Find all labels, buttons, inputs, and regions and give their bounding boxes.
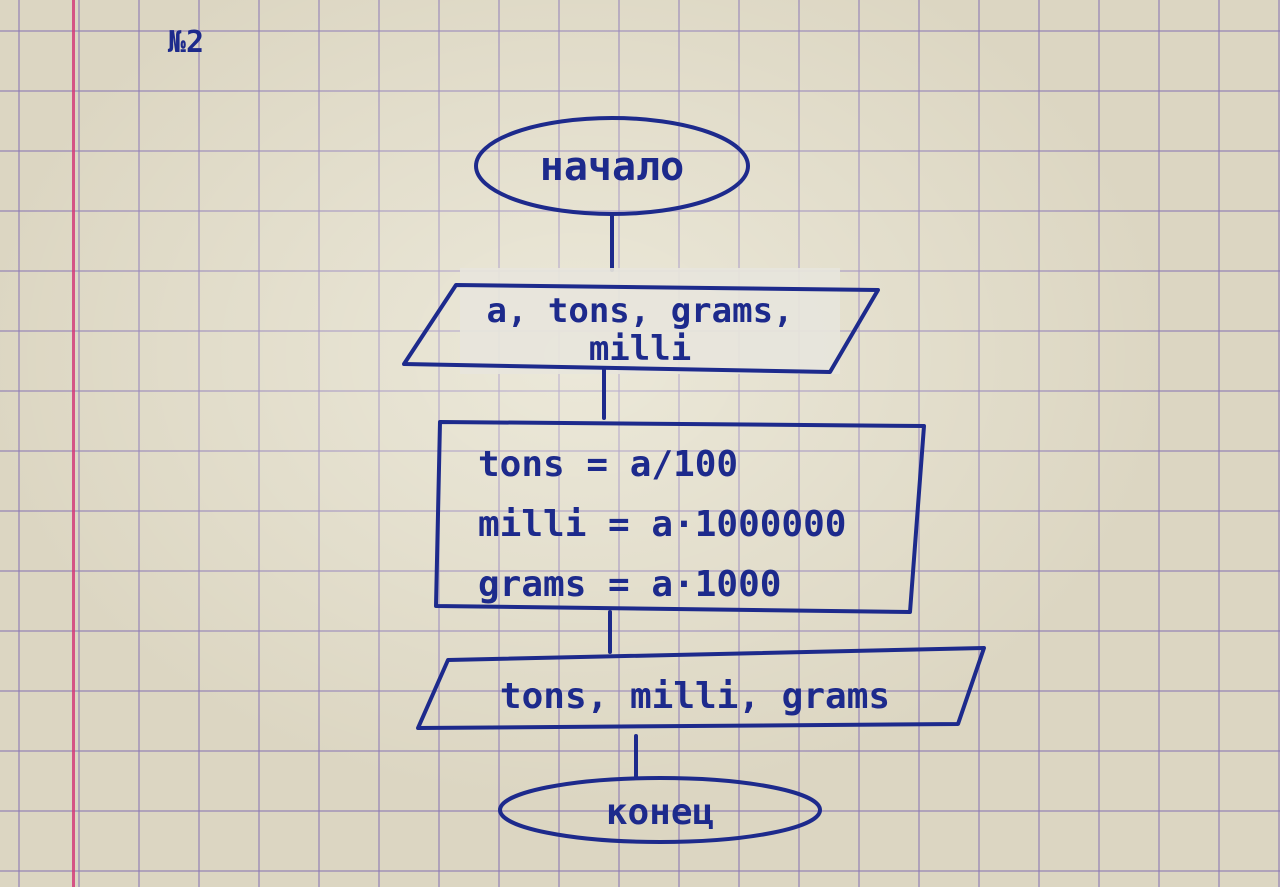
input-parallelogram	[402, 283, 880, 374]
input-line-1: a, tons, grams,	[486, 291, 793, 331]
process-line-2: milli = a·1000000	[478, 504, 846, 545]
process-line-1: tons = a/100	[478, 444, 738, 485]
start-label: начало	[540, 144, 685, 190]
page-number: №2	[168, 25, 204, 60]
output-parallelogram	[416, 646, 986, 730]
end-terminator: конец	[498, 776, 822, 844]
start-terminator: начало	[474, 116, 750, 216]
output-label: tons, milli, grams	[500, 676, 890, 717]
process-line-3: grams = a·1000	[478, 564, 781, 605]
end-label: конец	[606, 792, 714, 833]
output-block: tons, milli, grams	[416, 646, 986, 730]
input-block: a, tons, grams, milli	[402, 268, 880, 374]
process-rectangle	[434, 420, 926, 614]
process-block: tons = a/100 milli = a·1000000 grams = a…	[434, 420, 926, 614]
input-line-2: milli	[589, 329, 691, 369]
margin-line	[72, 0, 75, 887]
end-ellipse	[498, 776, 822, 844]
